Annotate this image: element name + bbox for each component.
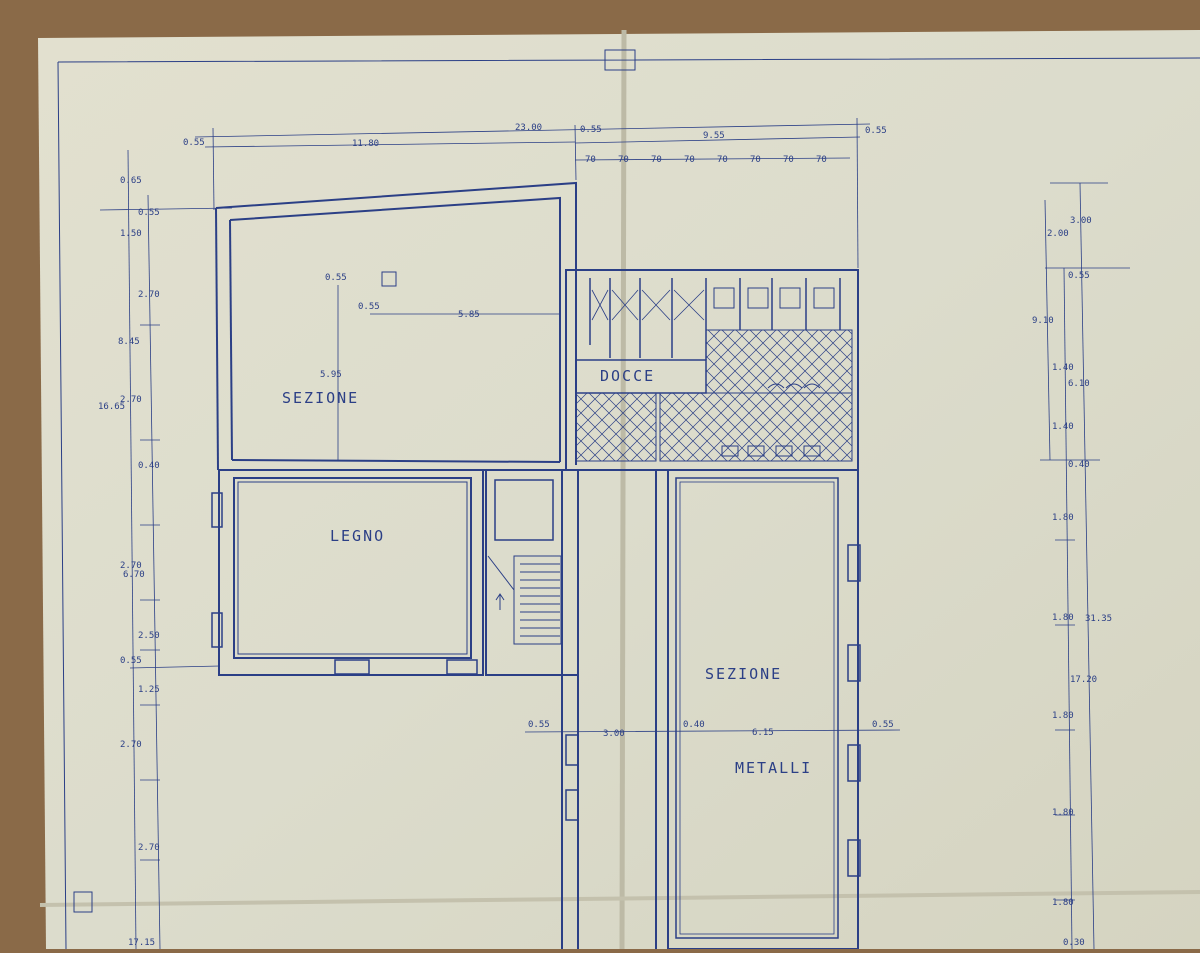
dim-corridor: 3.00: [603, 729, 625, 739]
paper-sheet: [38, 30, 1200, 949]
dim-left-span: 11.80: [352, 139, 379, 149]
dimension-lines-left: [99, 149, 233, 950]
dim-right-bottom: 0.30: [1063, 938, 1085, 948]
dim-left-inner: 0.65: [120, 176, 142, 186]
dim-cell-width: 70: [816, 155, 827, 165]
dim-room-depth: 5.95: [320, 370, 342, 380]
dim-right-bay: 1.80: [1052, 513, 1074, 523]
dim-right: 6.10: [1068, 379, 1090, 389]
room-label-docce: DOCCE: [600, 367, 655, 385]
paper-fold-horizontal: [39, 890, 1200, 907]
pillar: [381, 271, 397, 287]
dim-left-inner: 2.70: [120, 561, 142, 571]
sheet-border: [57, 57, 1200, 950]
dim-hall-width: 6.15: [752, 728, 774, 738]
dim-left-inner: 0.40: [138, 461, 160, 471]
dim-right: 0.55: [1068, 271, 1090, 281]
border-tick: [73, 891, 93, 913]
dim-left-outer: 8.45: [118, 337, 140, 347]
docce-block: [565, 269, 859, 471]
dim-right-span: 9.55: [703, 131, 725, 141]
dim-left-outer: 16.65: [98, 402, 125, 412]
dim-right: 3.00: [1070, 216, 1092, 226]
dim-left-inner: 2.50: [138, 631, 160, 641]
dim-left-inner: 2.70: [138, 843, 160, 853]
dim-cell-width: 70: [585, 155, 596, 165]
dimension-lines-top: [194, 117, 871, 269]
room-label-sezione-metalli: SEZIONE: [705, 665, 782, 683]
dim-right-bay: 1.80: [1052, 898, 1074, 908]
dim-corridor-left-wall: 0.55: [528, 720, 550, 730]
dim-left-inner: 1.25: [138, 685, 160, 695]
dim-right: 9.10: [1032, 316, 1054, 326]
dim-pillar: 0.55: [325, 273, 347, 283]
dim-right-total: 31.35: [1085, 614, 1112, 624]
dim-right-bay: 1.80: [1052, 613, 1074, 623]
dim-left-inner: 2.70: [120, 395, 142, 405]
room-label-metalli: METALLI: [735, 759, 812, 777]
dim-right: 0.40: [1068, 460, 1090, 470]
dim-right-wall: 0.55: [865, 126, 887, 136]
dim-overall-width: 23.00: [515, 123, 542, 133]
dim-left-inner: 2.70: [138, 290, 160, 300]
dim-left-outer: 17.15: [128, 938, 155, 948]
paper-fold-vertical: [619, 29, 627, 950]
dim-pillar-offset: 0.55: [358, 302, 380, 312]
dim-left-outer: 6.70: [123, 570, 145, 580]
dim-left-inner: 0.55: [120, 656, 142, 666]
dim-left-wall: 0.55: [183, 138, 205, 148]
dimension-lines-right: [1040, 182, 1130, 950]
dim-mid-wall: 0.55: [580, 125, 602, 135]
dim-right-hall: 17.20: [1070, 675, 1097, 685]
dimension-line-corridor: [524, 729, 901, 733]
room-label-sezione: SEZIONE: [282, 389, 359, 407]
dim-right-bay: 1.80: [1052, 808, 1074, 818]
dim-right-bay: 1.80: [1052, 711, 1074, 721]
dim-right: 1.40: [1052, 363, 1074, 373]
dim-right: 1.40: [1052, 422, 1074, 432]
room-label-legno: LEGNO: [330, 527, 385, 545]
dim-left-inner: 1.50: [120, 229, 142, 239]
dim-left-inner: 2.70: [120, 740, 142, 750]
dim-cell-width: 70: [651, 155, 662, 165]
dim-corridor-mid-wall: 0.40: [683, 720, 705, 730]
border-tick: [604, 49, 636, 71]
dim-left-inner: 0.55: [138, 208, 160, 218]
window-legno: [211, 492, 478, 675]
dim-cell-width: 70: [717, 155, 728, 165]
wall-legno: [218, 469, 484, 676]
dim-cell-width: 70: [684, 155, 695, 165]
window-metalli: [565, 544, 861, 877]
dim-room-width: 5.85: [458, 310, 480, 320]
dim-corridor-right-wall: 0.55: [872, 720, 894, 730]
dim-cell-width: 70: [783, 155, 794, 165]
dim-cell-width: 70: [618, 155, 629, 165]
dim-right: 2.00: [1047, 229, 1069, 239]
dim-cell-width: 70: [750, 155, 761, 165]
